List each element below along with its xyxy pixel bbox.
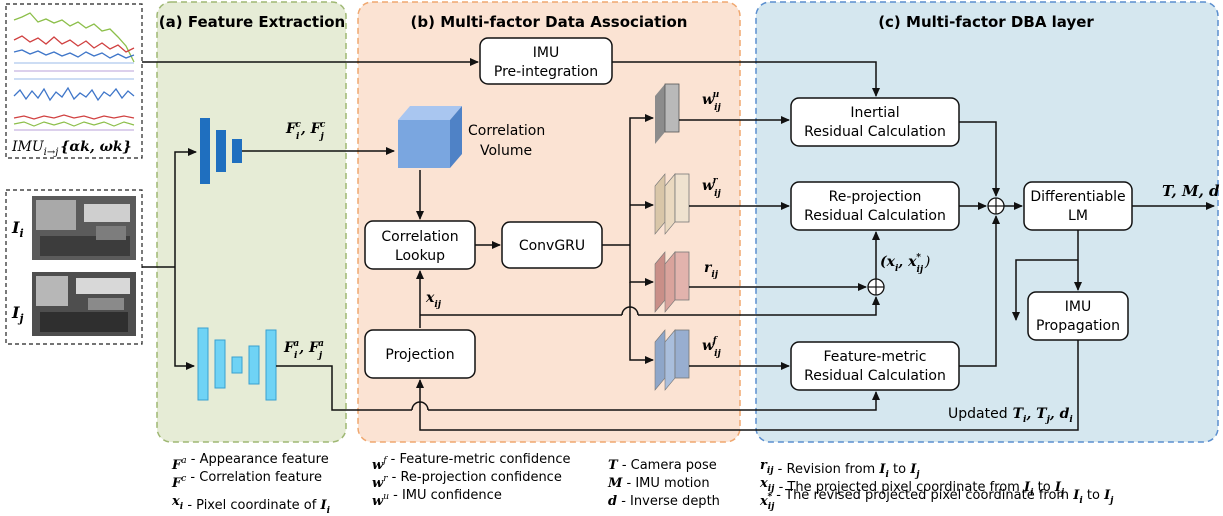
image-i-label: Ii bbox=[11, 218, 24, 240]
imu-preintegration-l1: IMU bbox=[533, 45, 559, 61]
imu-preintegration-l2: Pre-integration bbox=[494, 64, 598, 80]
imu-input-label: IMUi→j{αk, ωk} bbox=[11, 139, 132, 158]
inertial-residual-l2: Residual Calculation bbox=[804, 124, 946, 140]
reprojection-confidence-map bbox=[654, 173, 690, 235]
reprojection-residual-l2: Residual Calculation bbox=[804, 208, 946, 224]
panel-feature-extraction-title: (a) Feature Extraction bbox=[159, 13, 345, 31]
connectors bbox=[142, 58, 1215, 431]
reprojection-residual-l1: Re-projection bbox=[829, 189, 922, 205]
wr-label: wijr bbox=[702, 176, 721, 199]
revision-map bbox=[654, 251, 690, 313]
image-i bbox=[32, 196, 136, 260]
legend-entry: xij* - The revised projected pixel coord… bbox=[759, 488, 1114, 512]
differentiable-lm-l2: LM bbox=[1068, 208, 1088, 224]
x-pair-label: (xi, xij*) bbox=[880, 253, 930, 275]
panel-dba-layer-title: (c) Multi-factor DBA layer bbox=[878, 13, 1094, 31]
featuremetric-residual-l2: Residual Calculation bbox=[804, 368, 946, 384]
fc-label: Fic, Fjc bbox=[285, 120, 326, 142]
correlation-encoder bbox=[200, 118, 242, 184]
fa-label: Fia, Fja bbox=[283, 339, 324, 361]
legend-entry: wf - Feature-metric confidence bbox=[372, 452, 570, 473]
wf-label: wijf bbox=[702, 336, 721, 359]
legend-entry: Fa - Appearance feature bbox=[171, 452, 329, 473]
legend-entry: rij - Revision from Ii to Ij bbox=[760, 458, 920, 480]
featuremetric-confidence-map bbox=[654, 329, 690, 391]
image-j-label: Ij bbox=[11, 303, 23, 325]
imu-confidence-map bbox=[655, 83, 680, 144]
wu-label: wiju bbox=[702, 90, 721, 113]
featuremetric-residual-l1: Feature-metric bbox=[823, 349, 926, 365]
correlation-volume-label-2: Volume bbox=[480, 143, 532, 159]
correlation-lookup-l1: Correlation bbox=[381, 229, 458, 245]
correlation-lookup-l2: Lookup bbox=[395, 248, 445, 264]
legend-entry: wr - Re-projection confidence bbox=[372, 470, 562, 491]
legend-entry: M - IMU motion bbox=[607, 476, 710, 491]
correlation-volume-cube bbox=[398, 106, 462, 168]
image-j bbox=[32, 272, 136, 336]
convgru-label: ConvGRU bbox=[519, 238, 585, 254]
legend-entry: xi - Pixel coordinate of Ii bbox=[171, 494, 331, 516]
inertial-residual-l1: Inertial bbox=[850, 105, 899, 121]
imu-preintegration-box bbox=[479, 37, 613, 85]
legend-entry: Fc - Correlation feature bbox=[171, 470, 322, 491]
imu-input-box bbox=[5, 3, 143, 159]
differentiable-lm-l1: Differentiable bbox=[1030, 189, 1125, 205]
imu-propagation-l1: IMU bbox=[1065, 299, 1091, 315]
projection-label: Projection bbox=[385, 347, 454, 363]
appearance-encoder bbox=[197, 327, 277, 401]
legend-entry: d - Inverse depth bbox=[608, 494, 720, 509]
imu-signal-plot bbox=[13, 12, 135, 131]
legend-entry: xij - The projected pixel coordinate fro… bbox=[759, 476, 1065, 498]
projection-box bbox=[364, 329, 476, 379]
legend-entry: wu - IMU confidence bbox=[372, 488, 502, 509]
output-label: T, M, d bbox=[1162, 182, 1220, 200]
legend-entry: T - Camera pose bbox=[608, 458, 717, 473]
sum-node-2 bbox=[867, 278, 885, 296]
correlation-volume-label: Correlation bbox=[468, 123, 545, 139]
imu-propagation-l2: Propagation bbox=[1036, 318, 1120, 334]
sum-node-1 bbox=[987, 197, 1005, 215]
panel-data-association-title: (b) Multi-factor Data Association bbox=[411, 13, 688, 31]
